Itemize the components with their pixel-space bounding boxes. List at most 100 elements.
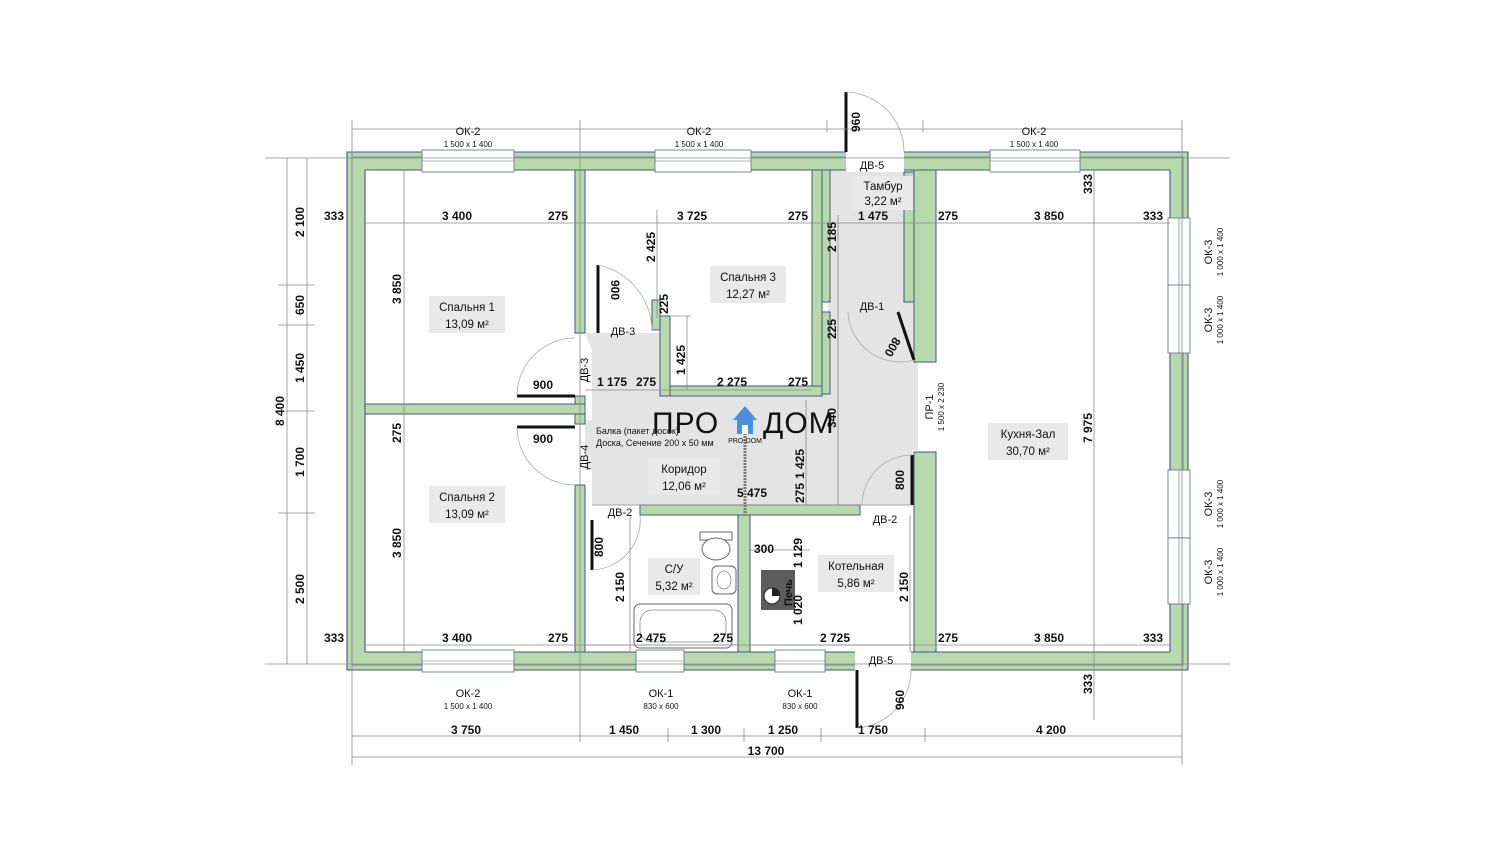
dim-t-333-r: 333 xyxy=(1143,209,1163,223)
dim-v-2425: 2 425 xyxy=(644,232,658,262)
sink-icon xyxy=(711,565,737,595)
win-label-ok2-a: ОК-2 xyxy=(456,126,481,138)
dim-t-333-l: 333 xyxy=(324,209,344,223)
dim-h-275-a: 275 xyxy=(636,375,656,389)
room-name-corr: Коридор xyxy=(661,464,706,476)
win-label-ok3-a: ОК-3 xyxy=(1203,240,1215,265)
win-label-ok1-b: ОК-1 xyxy=(788,688,813,700)
stove-label: Печь xyxy=(783,579,795,606)
dim-h-1175: 1 175 xyxy=(597,375,627,389)
dim-bottom-4: 1 750 xyxy=(858,723,888,737)
room-area-wc: 5,32 м² xyxy=(655,581,692,593)
win-size-ok1-a: 830 x 600 xyxy=(643,702,679,711)
dim-v-7975: 7 975 xyxy=(1081,413,1095,443)
dim-h-275-b: 275 xyxy=(788,375,808,389)
win-label-ok3-b: ОК-3 xyxy=(1203,308,1215,333)
dim-r-275-a: 275 xyxy=(390,423,404,443)
door-label-dv2-b: ДВ-2 xyxy=(873,514,898,526)
dim-bottom-1: 1 450 xyxy=(609,723,639,737)
win-size-pr1: 1 500 x 2 230 xyxy=(937,382,946,431)
dim-door-960-bot: 960 xyxy=(893,690,907,710)
dim-b-275-c: 275 xyxy=(938,631,958,645)
win-size-ok3-d: 1 000 x 1 400 xyxy=(1216,547,1225,596)
dim-v-2150-a: 2 150 xyxy=(613,572,627,602)
win-label-ok1-a: ОК-1 xyxy=(649,688,674,700)
room-name-vest: Тамбур xyxy=(863,181,902,193)
dim-total-height: 8 400 xyxy=(273,396,287,426)
dim-t-3850: 3 850 xyxy=(1034,209,1064,223)
dim-b-275-b: 275 xyxy=(713,631,733,645)
dim-bottom-2: 1 300 xyxy=(691,723,721,737)
doors xyxy=(516,91,916,729)
door-label-dv5-bottom: ДВ-5 xyxy=(869,655,894,667)
door-leaf-dv1 xyxy=(896,311,916,361)
room-name-boil: Котельная xyxy=(828,561,884,573)
room-area-corr: 12,06 м² xyxy=(662,481,706,493)
dim-door-900-c: 900 xyxy=(533,432,553,446)
room-name-bed1: Спальня 1 xyxy=(439,302,495,314)
win-label-ok2-d: ОК-2 xyxy=(456,688,481,700)
dim-v-340: 340 xyxy=(825,408,839,428)
win-label-ok2-c: ОК-2 xyxy=(1022,126,1047,138)
dim-b-2475: 2 475 xyxy=(636,631,666,645)
dim-v-1425-a: 1 425 xyxy=(674,345,688,375)
room-name-wc: С/У xyxy=(665,564,685,576)
dim-t-275-b: 275 xyxy=(788,209,808,223)
dim-bottom-0: 3 750 xyxy=(451,723,481,737)
win-size-ok2-a: 1 500 x 1 400 xyxy=(444,140,493,149)
door-label-dv5-top: ДВ-5 xyxy=(860,160,885,172)
door-labels: ДВ-5 ДВ-5 ДВ-1 ДВ-3 ДВ-3 ДВ-4 ДВ-2 ДВ-2 xyxy=(579,160,897,667)
dim-b-3400: 3 400 xyxy=(442,631,472,645)
dim-t-1475: 1 475 xyxy=(858,209,888,223)
dim-left-1: 650 xyxy=(293,295,307,315)
dim-h-2275: 2 275 xyxy=(717,375,747,389)
top-door-gap xyxy=(846,150,904,172)
dim-t-3725: 3 725 xyxy=(677,209,707,223)
win-size-ok2-c: 1 500 x 1 400 xyxy=(1010,140,1059,149)
logo-sub: PRO-DOM xyxy=(728,438,762,445)
dim-door-800-c: 800 xyxy=(592,537,606,557)
window-labels: ОК-2 1 500 x 1 400 ОК-2 1 500 x 1 400 ОК… xyxy=(444,126,1225,711)
room-area-bed2: 13,09 м² xyxy=(445,509,489,521)
win-label-pr1: ПР-1 xyxy=(924,394,936,419)
dim-v-333-top: 333 xyxy=(1081,174,1095,194)
stove-icon xyxy=(761,570,795,610)
win-size-ok1-b: 830 x 600 xyxy=(782,702,818,711)
dim-b-333-l: 333 xyxy=(324,631,344,645)
bathroom-fixtures xyxy=(633,531,737,649)
dim-b-275-a: 275 xyxy=(548,631,568,645)
dim-t-275-c: 275 xyxy=(938,209,958,223)
dim-b-3850: 3 850 xyxy=(1034,631,1064,645)
dim-b-2725: 2 725 xyxy=(820,631,850,645)
room-area-boil: 5,86 м² xyxy=(837,578,874,590)
dim-v-275-v: 275 xyxy=(793,483,807,503)
corridor-floor xyxy=(585,170,918,505)
dim-v-225-b: 225 xyxy=(825,319,839,339)
room-area-bed3: 12,27 м² xyxy=(726,289,770,301)
door-label-dv1: ДВ-1 xyxy=(860,301,885,313)
dim-t-275-a: 275 xyxy=(548,209,568,223)
door-label-dv3-a: ДВ-3 xyxy=(611,326,636,338)
beam-note-line1: Балка (пакет досок) xyxy=(596,426,679,436)
win-size-ok2-d: 1 500 x 1 400 xyxy=(444,702,493,711)
dim-bottom-5: 4 200 xyxy=(1036,723,1066,737)
toilet-icon xyxy=(699,531,733,561)
dim-v-1020: 1 020 xyxy=(791,595,805,625)
logo-text-left: ПРО xyxy=(652,407,719,440)
dim-t-3400: 3 400 xyxy=(442,209,472,223)
dim-r-3850-b: 3 850 xyxy=(390,528,404,558)
door-label-dv3-b: ДВ-3 xyxy=(579,358,591,383)
logo-watermark: ПРО ДОМ PRO-DOM xyxy=(652,406,834,445)
win-size-ok2-b: 1 500 x 1 400 xyxy=(675,140,724,149)
dim-door-900-a: 900 xyxy=(608,280,622,300)
dim-v-1129: 1 129 xyxy=(791,538,805,568)
dim-v-2185: 2 185 xyxy=(825,222,839,252)
dim-left-2: 1 450 xyxy=(293,353,307,383)
room-labels: Спальня 1 13,09 м² Спальня 2 13,09 м² Сп… xyxy=(429,176,1068,595)
room-name-kitch: Кухня-Зал xyxy=(1001,429,1056,441)
win-label-ok3-d: ОК-3 xyxy=(1203,560,1215,585)
door-label-dv4: ДВ-4 xyxy=(579,445,591,470)
windows xyxy=(421,149,1191,673)
dim-door-800-b: 800 xyxy=(893,470,907,490)
